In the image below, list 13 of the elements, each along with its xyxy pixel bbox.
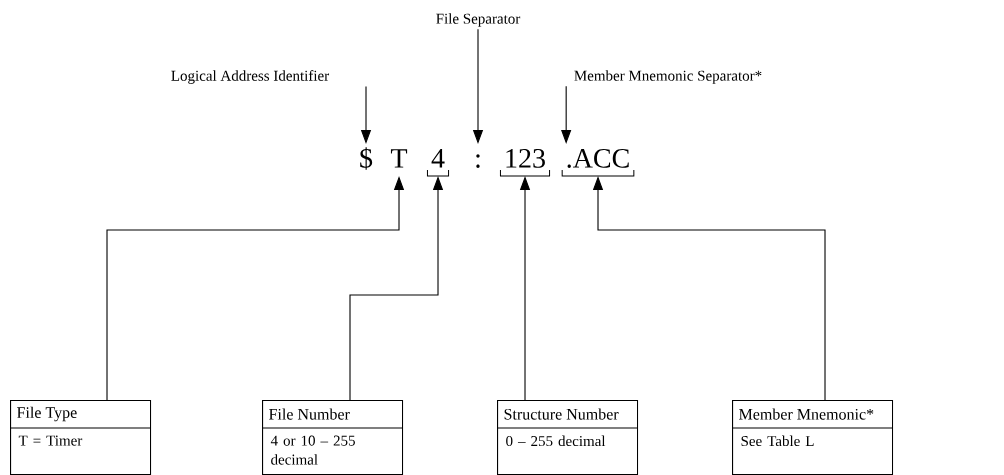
field-box: File Number 4 or 10 – 255 decimal — [261, 400, 404, 475]
field-box: Member Mnemonic* See Table L — [731, 400, 894, 475]
field-box: Structure Number 0 – 255 decimal — [496, 400, 639, 475]
field-box: File Type T = Timer — [9, 400, 152, 475]
address-part: 123 — [506, 148, 545, 168]
address-part: T — [390, 149, 408, 168]
address-part: .ACC — [567, 148, 629, 168]
address-part: $ — [360, 147, 373, 170]
callout-label: File Separator — [436, 13, 521, 27]
callout-label: Logical Address Identifier — [171, 70, 330, 84]
address-part: : — [476, 154, 480, 168]
callout-label: Member Mnemonic Separator* — [574, 70, 762, 84]
address-part: 4 — [431, 149, 445, 168]
